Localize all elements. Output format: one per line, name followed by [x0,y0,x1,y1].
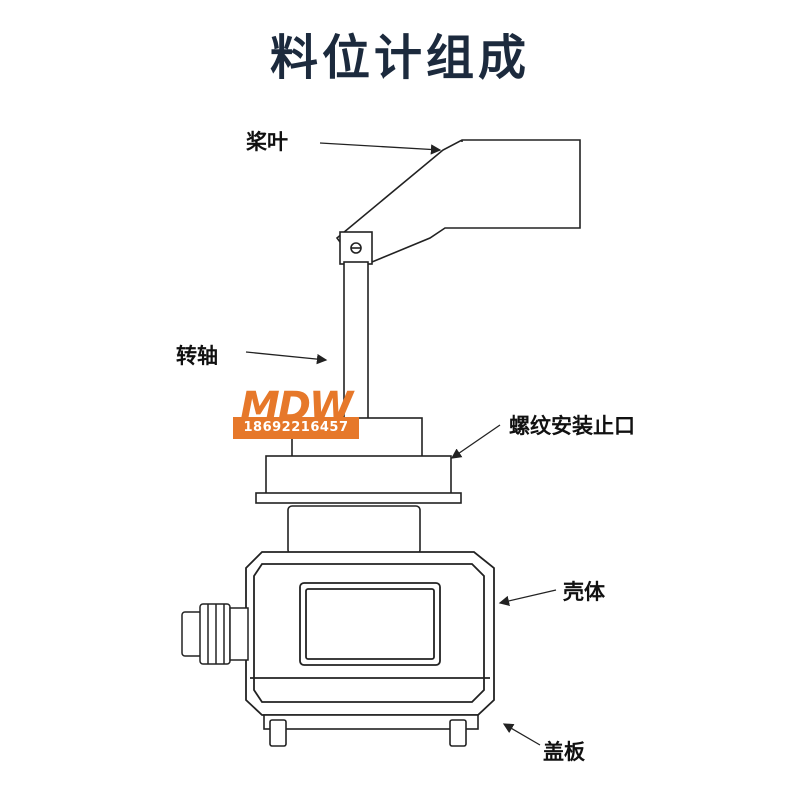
cover-plate [263,714,479,747]
label-thread-stop: 螺纹安装止口 [509,414,635,438]
label-shaft: 转轴 [176,344,218,368]
leader-arrows [245,142,557,746]
phone-number: 18692216457 [233,417,359,439]
housing-neck [287,505,421,555]
label-housing: 壳体 [563,580,605,604]
cable-gland [181,603,249,665]
label-paddle: 桨叶 [246,130,288,154]
paddle-blade [335,139,581,263]
page-title: 料位计组成 [269,30,530,86]
housing-body [245,551,495,716]
paddle-bracket [339,231,373,265]
label-cover: 盖板 [543,740,585,764]
